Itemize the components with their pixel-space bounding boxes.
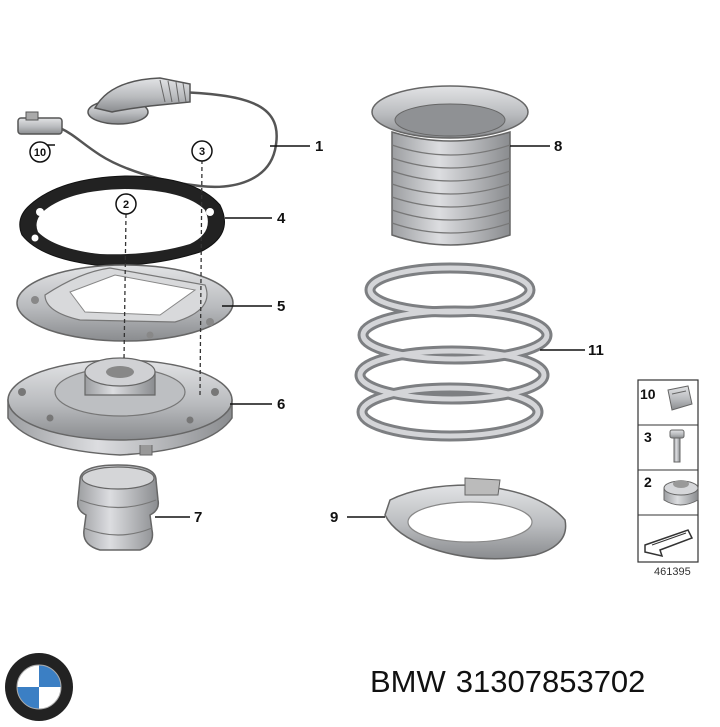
- callout-9: 9: [330, 509, 338, 526]
- arrow-icon: [644, 529, 694, 558]
- small-parts-legend: 10 3 2 461395: [637, 379, 699, 578]
- circled-callout-10: 10: [29, 141, 51, 163]
- clip-icon: [667, 385, 693, 411]
- svg-text:10: 10: [34, 147, 46, 159]
- callout-6: 6: [277, 396, 285, 413]
- callout-5: 5: [277, 298, 285, 315]
- assembly-guide-lines: [123, 159, 203, 396]
- part-11-coil-spring-highlight: [357, 265, 550, 439]
- nut-icon: [663, 480, 699, 506]
- diagram-reference-number: 461395: [654, 566, 691, 578]
- leader-lines: [45, 144, 585, 518]
- callout-4: 4: [277, 210, 286, 227]
- part-7-bump-stop: [76, 464, 160, 551]
- part-8-protective-boot: [371, 85, 529, 246]
- svg-text:3: 3: [199, 146, 205, 158]
- callout-7: 7: [194, 509, 202, 526]
- callout-1: 1: [315, 138, 323, 155]
- part-number: 31307853702: [455, 664, 646, 699]
- callout-8: 8: [554, 138, 562, 155]
- part-5-plate: [16, 264, 234, 342]
- callout-11: 11: [588, 342, 604, 359]
- part-6-strut-mount: [7, 357, 233, 456]
- brand-name: BMW: [370, 664, 446, 699]
- part-4-gasket: [19, 175, 225, 266]
- part-1-sensor: [17, 77, 278, 189]
- circled-callout-3: 3: [191, 140, 213, 162]
- svg-text:2: 2: [123, 199, 129, 211]
- legend-num-2: 2: [644, 474, 652, 490]
- part-number-caption: BMW 31307853702: [370, 664, 655, 700]
- part-9-spring-pad: [384, 477, 567, 560]
- legend-num-3: 3: [644, 429, 652, 445]
- legend-num-10: 10: [640, 386, 656, 402]
- bolt-icon: [669, 429, 685, 463]
- bmw-logo: [4, 652, 74, 722]
- circled-callout-2: 2: [115, 193, 137, 215]
